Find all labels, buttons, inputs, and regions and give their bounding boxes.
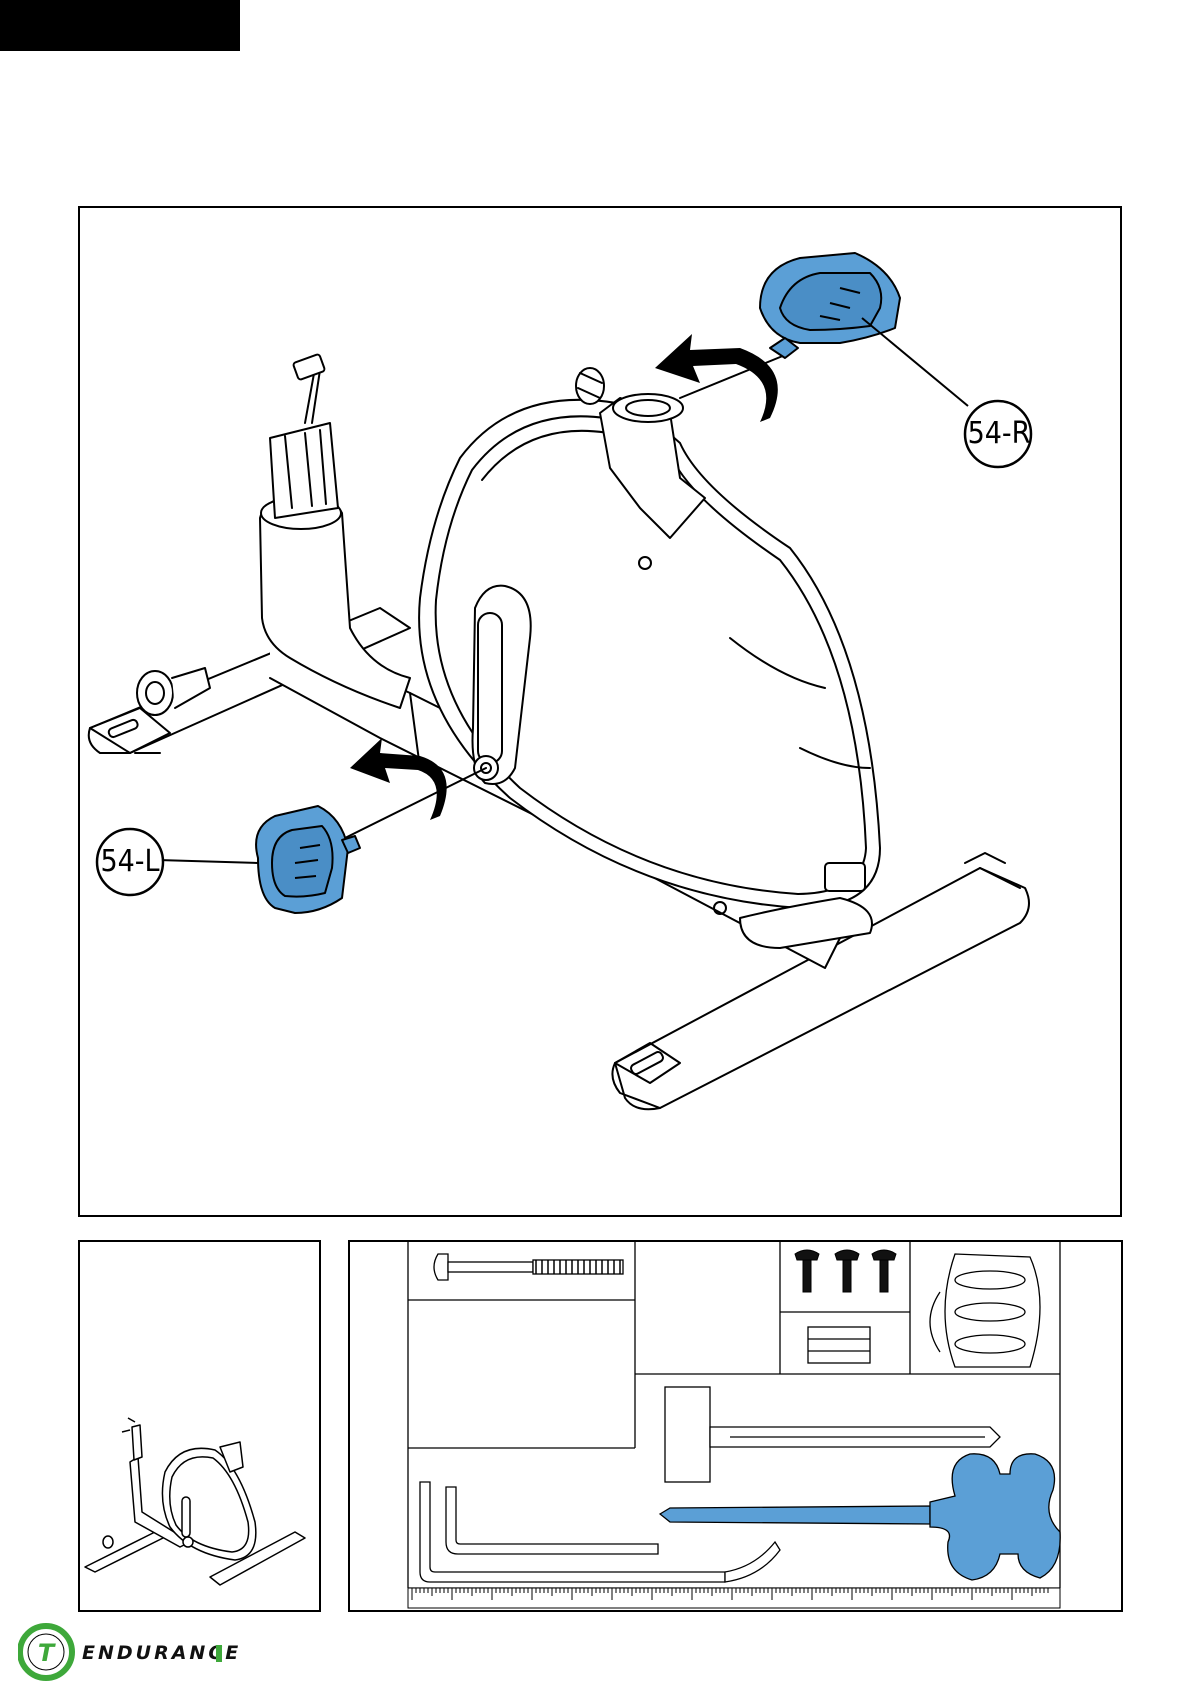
callout-label-54-r: 54-R — [964, 416, 1034, 451]
brand-accent-bar — [216, 1645, 222, 1662]
assembly-figure: 54-R 54-L — [78, 206, 1122, 1217]
wrench-icon — [665, 1387, 1000, 1482]
allen-key-icon — [420, 1482, 780, 1582]
knob-icon — [930, 1254, 1040, 1367]
brand-logo-letter: T — [38, 1639, 56, 1667]
bolt-icon — [434, 1254, 623, 1280]
screwdriver-icon — [660, 1454, 1060, 1580]
hardware-tools-panel — [348, 1240, 1123, 1612]
callout-label-54-l: 54-L — [95, 844, 165, 879]
header-black-bar — [0, 0, 240, 51]
pedal-icon — [760, 253, 900, 358]
tools-drawing — [350, 1242, 1121, 1610]
bike-thumbnail — [80, 1242, 319, 1610]
brand-logo: T ENDURANCE — [18, 1622, 238, 1682]
pedal-icon — [256, 806, 360, 913]
screw-icon — [795, 1250, 896, 1292]
ruler-icon — [408, 1588, 1060, 1608]
overview-thumbnail — [78, 1240, 321, 1612]
brand-logo-mark: T — [18, 1622, 78, 1682]
bike-drawing — [80, 208, 1120, 1215]
plate-icon — [808, 1327, 870, 1363]
